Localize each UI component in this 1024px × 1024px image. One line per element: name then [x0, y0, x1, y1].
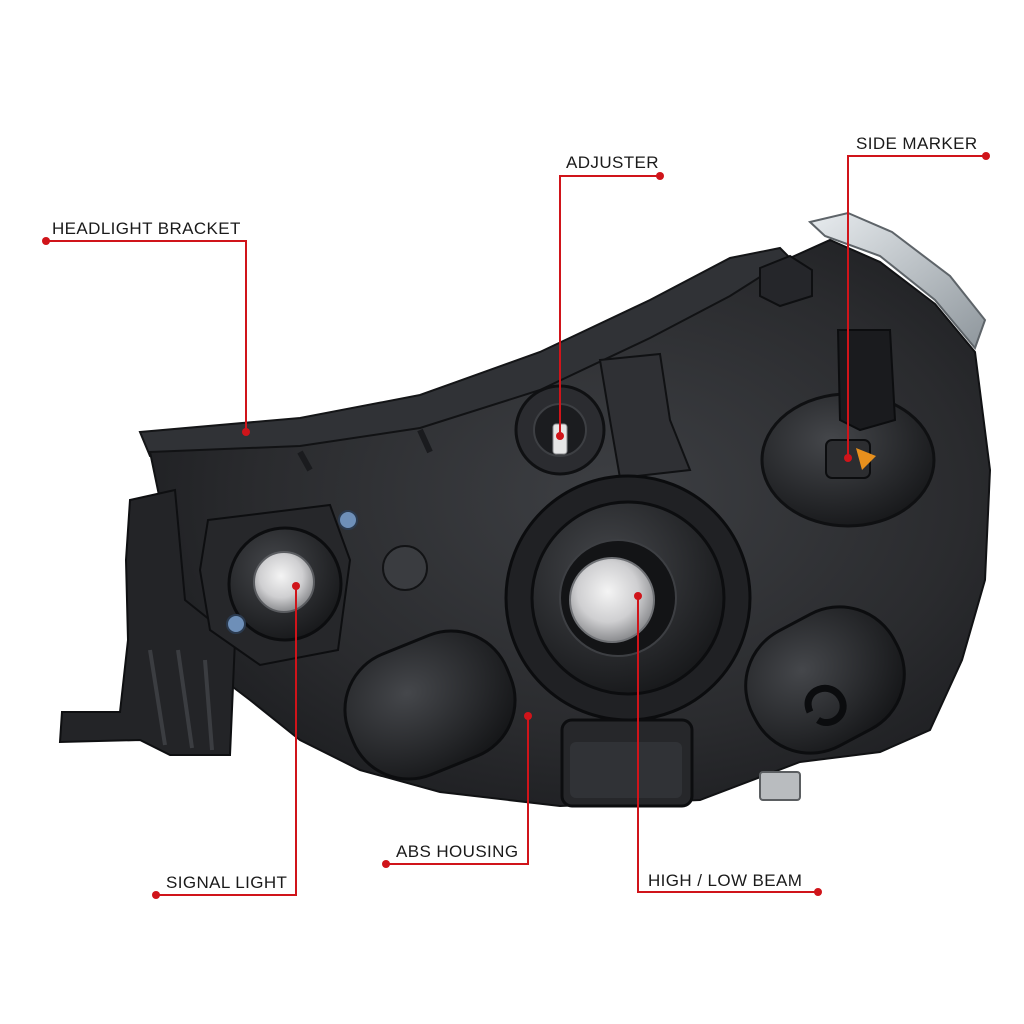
- leader-high-low-beam: [637, 596, 818, 893]
- leader-dot: [844, 454, 852, 462]
- leader-dot: [634, 592, 642, 600]
- leader-dot: [152, 891, 160, 899]
- leader-dot: [524, 712, 532, 720]
- leader-side-marker: [847, 155, 986, 458]
- high-low-beam-socket: [504, 474, 752, 722]
- label-abs-housing: ABS HOUSING: [396, 842, 519, 861]
- screw-icon: [338, 510, 358, 530]
- leader-dot: [556, 432, 564, 440]
- leader-dot: [242, 428, 250, 436]
- amber-bulb: [856, 448, 876, 470]
- left-dust-cap: [343, 629, 517, 781]
- lens-edge: [807, 211, 987, 350]
- label-signal-light: SIGNAL LIGHT: [166, 873, 288, 892]
- leader-dot: [382, 860, 390, 868]
- leader-abs-housing: [386, 716, 529, 865]
- right-dust-cap: [744, 605, 906, 755]
- label-side-marker: SIDE MARKER: [856, 134, 978, 153]
- headlight-bracket-foot: [58, 488, 237, 756]
- screw-icon: [226, 614, 246, 634]
- leader-dot: [814, 888, 822, 896]
- leader-dot: [656, 172, 664, 180]
- leader-dot: [292, 582, 300, 590]
- leader-dot: [982, 152, 990, 160]
- vent-plug: [382, 545, 428, 591]
- headlight-housing: [58, 211, 992, 808]
- label-adjuster: ADJUSTER: [566, 153, 659, 172]
- side-marker-wire: [836, 329, 897, 432]
- leader-adjuster: [559, 175, 660, 436]
- leader-headlight-bracket: [46, 240, 247, 432]
- leader-lines: [46, 155, 986, 896]
- leader-dots: [42, 152, 990, 899]
- label-high-low-beam: HIGH / LOW BEAM: [648, 871, 803, 890]
- label-headlight-bracket: HEADLIGHT BRACKET: [52, 219, 241, 238]
- metal-clip: [759, 771, 801, 801]
- leader-dot: [42, 237, 50, 245]
- leader-signal-light: [156, 586, 297, 896]
